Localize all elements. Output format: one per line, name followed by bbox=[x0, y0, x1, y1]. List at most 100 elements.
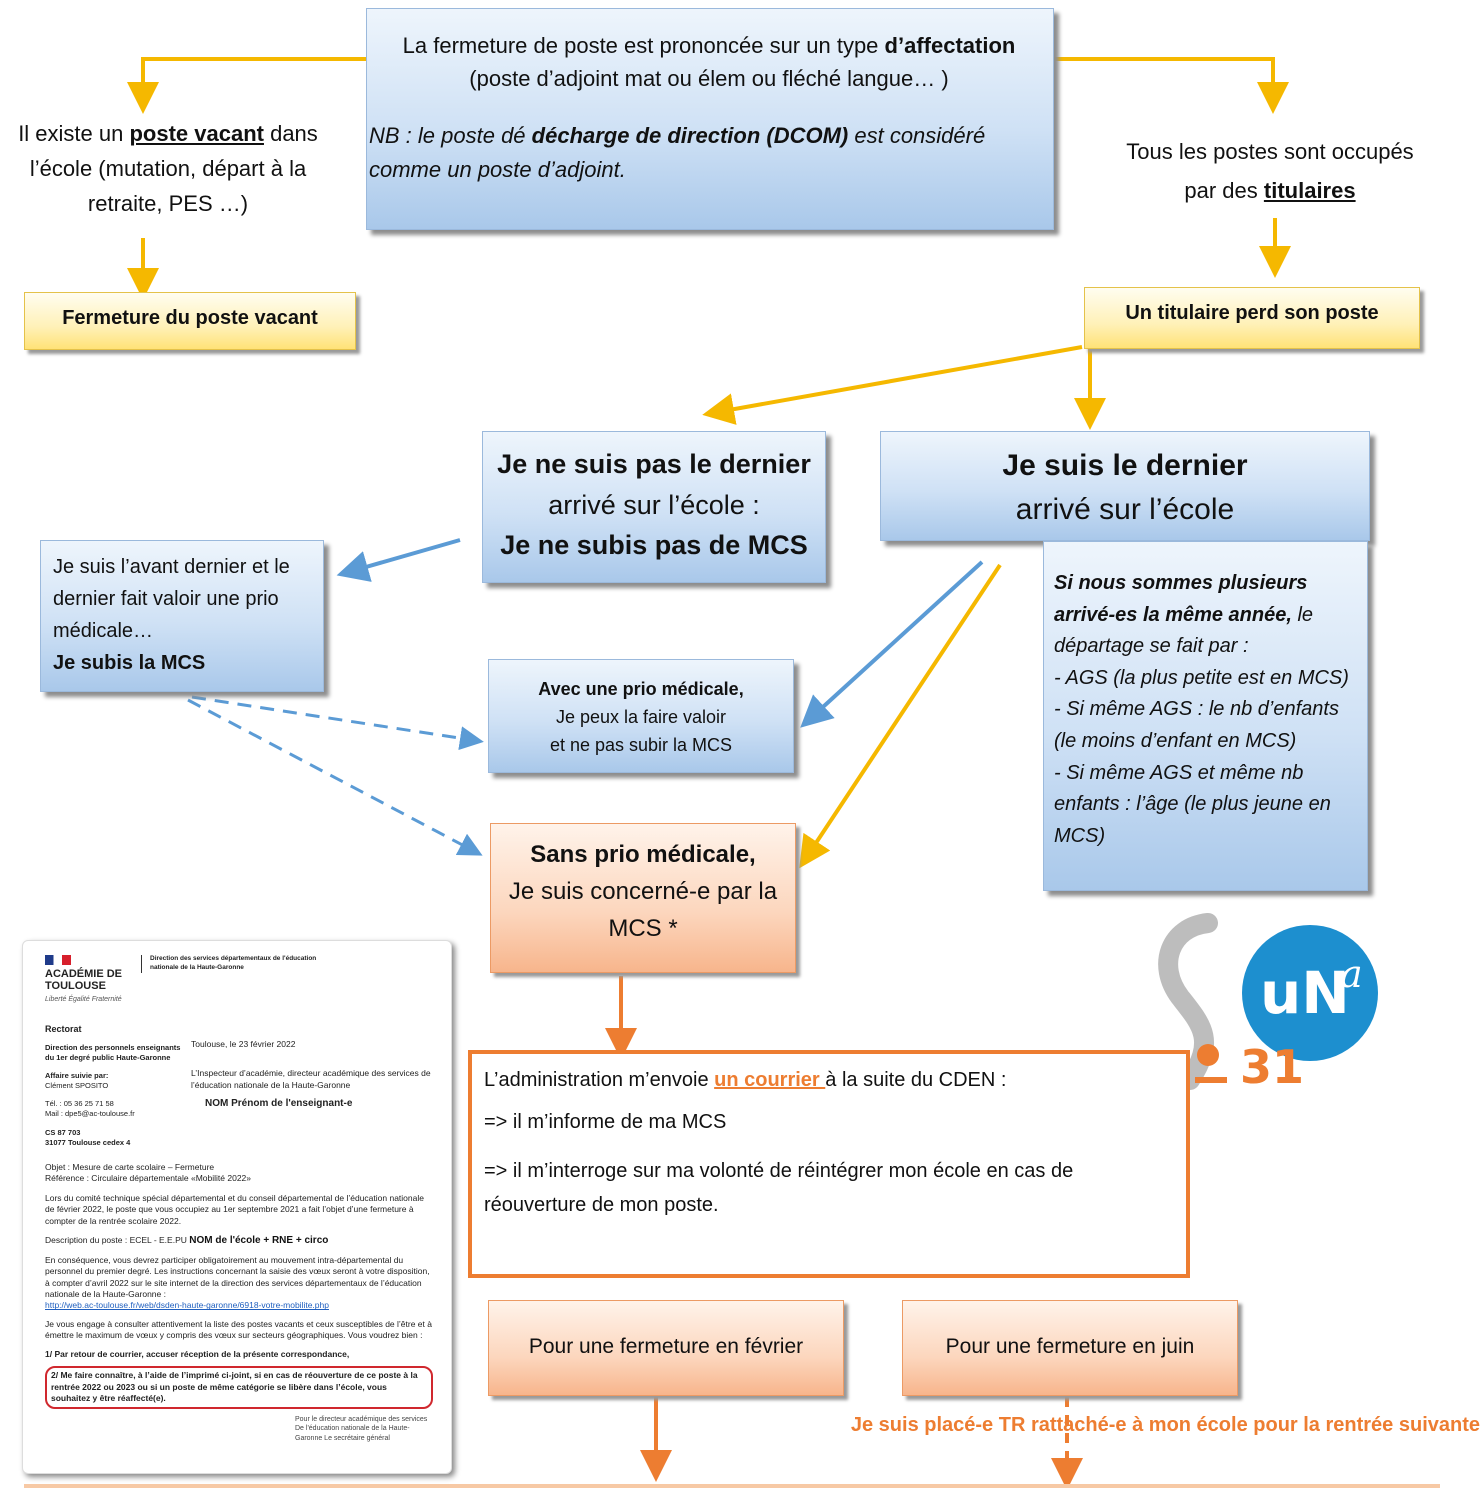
letter-reference: Référence : Circulaire départementale «M… bbox=[45, 1173, 252, 1184]
letter-motto: Liberté Égalité Fraternité bbox=[45, 996, 122, 1004]
letter-para1: Lors du comité technique spécial départe… bbox=[45, 1192, 424, 1226]
letter-para2: En conséquence, vous devrez participer o… bbox=[45, 1254, 430, 1300]
letter-signer: L’Inspecteur d’académie, directeur acadé… bbox=[191, 1068, 431, 1090]
february-label: Pour une fermeture en février bbox=[528, 1335, 804, 1358]
svg-text:a: a bbox=[1340, 952, 1363, 996]
closure-line1-bold: d’affectation bbox=[884, 33, 1016, 58]
with-prio-line2: Je peux la faire valoir bbox=[555, 706, 727, 727]
mcs-letter-image: ACADÉMIE DE TOULOUSE Liberté Égalité Fra… bbox=[22, 940, 452, 1474]
courrier-line1: L’administration m’envoie un courrier à … bbox=[484, 1070, 1166, 1090]
penultimate-text: Je suis l’avant dernier et le dernier fa… bbox=[53, 556, 290, 642]
letter-link[interactable]: http://web.ac-toulouse.fr/web/dsden-haut… bbox=[45, 1300, 329, 1311]
arrow-to-without-prio bbox=[799, 563, 1002, 869]
unsa-logo-graphic: uN a bbox=[1158, 913, 1378, 1090]
letter-left-col: Rectorat Direction des personnels enseig… bbox=[45, 1023, 187, 1148]
letter-mail: Mail : dpe5@ac-toulouse.fr bbox=[45, 1109, 135, 1119]
tie-tail: le départage se fait par : bbox=[1054, 603, 1314, 658]
vacant-bold: poste vacant bbox=[129, 121, 264, 146]
last-arrived-box: Je suis le dernier arrivé sur l’école bbox=[880, 431, 1370, 541]
without-prio-line2: Je suis concerné-e par la MCS * bbox=[508, 878, 778, 943]
letter-logo: ACADÉMIE DE TOULOUSE Liberté Égalité Fra… bbox=[45, 955, 127, 1005]
not-last-arrived-box: Je ne suis pas le dernier arrivé sur l’é… bbox=[482, 431, 826, 583]
closure-type-box: La fermeture de poste est prononcée sur … bbox=[366, 8, 1054, 230]
vacant-post-text: Il existe un poste vacant dans l’école (… bbox=[0, 116, 336, 222]
courrier-line1-c: à la suite du CDEN : bbox=[825, 1069, 1007, 1091]
with-prio-box: Avec une prio médicale, Je peux la faire… bbox=[488, 659, 794, 773]
letter-academie: ACADÉMIE DE TOULOUSE bbox=[45, 968, 123, 993]
courrier-line3: => il m’interroge sur ma volonté de réin… bbox=[484, 1160, 1074, 1216]
dashed-to-without-prio bbox=[187, 698, 483, 856]
courrier-box: L’administration m’envoie un courrier à … bbox=[468, 1050, 1190, 1278]
letter-dept: Direction des personnels enseignants du … bbox=[45, 1042, 181, 1062]
with-prio-line1: Avec une prio médicale, bbox=[538, 679, 744, 699]
courrier-link: un courrier bbox=[714, 1069, 826, 1091]
arrow-top-left bbox=[127, 57, 366, 114]
letter-item1: 1/ Par retour de courrier, accuser récep… bbox=[45, 1348, 350, 1359]
nb-text-c: est considéré comme un poste d’adjoint. bbox=[369, 123, 986, 183]
arrow-to-with-prio bbox=[800, 560, 984, 728]
last-line1: Je suis le dernier bbox=[1002, 449, 1248, 482]
without-prio-box: Sans prio médicale, Je suis concerné-e p… bbox=[490, 823, 796, 973]
letter-objet-line: Objet : Mesure de carte scolaire – Ferme… bbox=[45, 1161, 215, 1172]
june-label: Pour une fermeture en juin bbox=[945, 1335, 1195, 1358]
letter-right-col: Toulouse, le 23 février 2022 L’Inspecteu… bbox=[187, 1023, 433, 1148]
letter-footer: Pour le directeur académique des service… bbox=[295, 1415, 428, 1442]
letter-meta: Rectorat Direction des personnels enseig… bbox=[45, 1023, 433, 1148]
courrier-line2: => il m’informe de ma MCS bbox=[484, 1111, 727, 1133]
titulaire-loses-label: Un titulaire perd son poste bbox=[1125, 302, 1379, 324]
nb-text-a: NB : le poste dé bbox=[369, 123, 532, 148]
letter-desc-value: NOM de l'école + RNE + circo bbox=[189, 1235, 329, 1247]
letter-direction: Direction des services départementaux de… bbox=[141, 955, 320, 973]
letter-desc-label: Description du poste : ECEL - E.E.PU bbox=[45, 1235, 187, 1246]
letter-header: ACADÉMIE DE TOULOUSE Liberté Égalité Fra… bbox=[45, 955, 433, 1005]
letter-recipient: NOM Prénom de l'enseignant-e bbox=[205, 1098, 353, 1110]
tie-break-box: Si nous sommes plusieurs arrivé-es la mê… bbox=[1043, 541, 1368, 891]
with-prio-line3: et ne pas subir la MCS bbox=[549, 734, 733, 755]
nb-text-bold: décharge de direction (DCOM) bbox=[531, 123, 849, 148]
arrow-to-penultimate bbox=[336, 538, 461, 582]
occupied-a: Tous les postes sont occupés par des bbox=[1126, 139, 1414, 203]
june-closure-box: Pour une fermeture en juin bbox=[902, 1300, 1238, 1396]
arrow-to-not-last bbox=[702, 345, 1083, 425]
letter-description: Description du poste : ECEL - E.E.PU NOM… bbox=[45, 1234, 433, 1248]
not-last-line1: Je ne suis pas le dernier bbox=[497, 449, 811, 479]
letter-affaire: Affaire suivie par: bbox=[45, 1071, 109, 1081]
letter-agent: Clément SPOSITO bbox=[45, 1081, 109, 1091]
occupied-bold: titulaires bbox=[1263, 177, 1356, 203]
svg-text:uN: uN bbox=[1260, 959, 1350, 1027]
letter-item2-highlight: 2/ Me faire connaître, à l’aide de l’imp… bbox=[45, 1366, 433, 1409]
tie-item: - Si même AGS : le nb d’enfants (le moin… bbox=[1054, 698, 1339, 752]
closure-nb: NB : le poste dé décharge de direction (… bbox=[367, 119, 1033, 187]
tr-note: Je suis placé-e TR rattaché-e à mon écol… bbox=[850, 1414, 1480, 1436]
penultimate-bold: Je subis la MCS bbox=[53, 652, 206, 674]
letter-tel: Tél. : 05 36 25 71 58 bbox=[45, 1099, 114, 1109]
letter-objet: Objet : Mesure de carte scolaire – Ferme… bbox=[45, 1162, 433, 1185]
closure-type-text: La fermeture de poste est prononcée sur … bbox=[367, 29, 1033, 95]
vacant-c: dans l’école (mutation, départ à la retr… bbox=[29, 121, 318, 217]
all-occupied-text: Tous les postes sont occupés par des tit… bbox=[1110, 133, 1430, 210]
unsa-logo: uN a 31 bbox=[1150, 905, 1400, 1095]
closure-line2: (poste d’adjoint mat ou élem ou fléché l… bbox=[469, 66, 949, 91]
letter-cedex: 31077 Toulouse cedex 4 bbox=[45, 1137, 131, 1147]
not-last-line2: arrivé sur l’école : bbox=[548, 489, 760, 520]
vacant-a: Il existe un bbox=[18, 121, 130, 146]
without-prio-line1: Sans prio médicale, bbox=[530, 841, 756, 868]
logo-number: 31 bbox=[1240, 1040, 1305, 1094]
last-line2: arrivé sur l’école bbox=[1015, 492, 1235, 526]
not-last-line3: Je ne subis pas de MCS bbox=[500, 530, 808, 560]
close-vacant-box: Fermeture du poste vacant bbox=[24, 292, 356, 350]
dashed-to-with-prio bbox=[191, 695, 484, 751]
titulaire-loses-post-box: Un titulaire perd son poste bbox=[1084, 287, 1420, 349]
penultimate-box: Je suis l’avant dernier et le dernier fa… bbox=[40, 540, 324, 692]
arrow-top-right bbox=[1054, 57, 1289, 114]
letter-date: Toulouse, le 23 février 2022 bbox=[191, 1038, 296, 1049]
letter-para3: Je vous engage à consulter attentivement… bbox=[45, 1318, 432, 1341]
february-closure-box: Pour une fermeture en février bbox=[488, 1300, 844, 1396]
letter-rectorat: Rectorat bbox=[45, 1023, 82, 1034]
tie-item: - AGS (la plus petite est en MCS) bbox=[1054, 666, 1349, 689]
closure-line1: La fermeture de poste est prononcée sur … bbox=[402, 33, 885, 58]
flag-icon bbox=[45, 955, 71, 965]
courrier-line1-a: L’administration m’envoie bbox=[484, 1069, 715, 1091]
tie-head: Si nous sommes plusieurs arrivé-es la mê… bbox=[1054, 572, 1308, 626]
